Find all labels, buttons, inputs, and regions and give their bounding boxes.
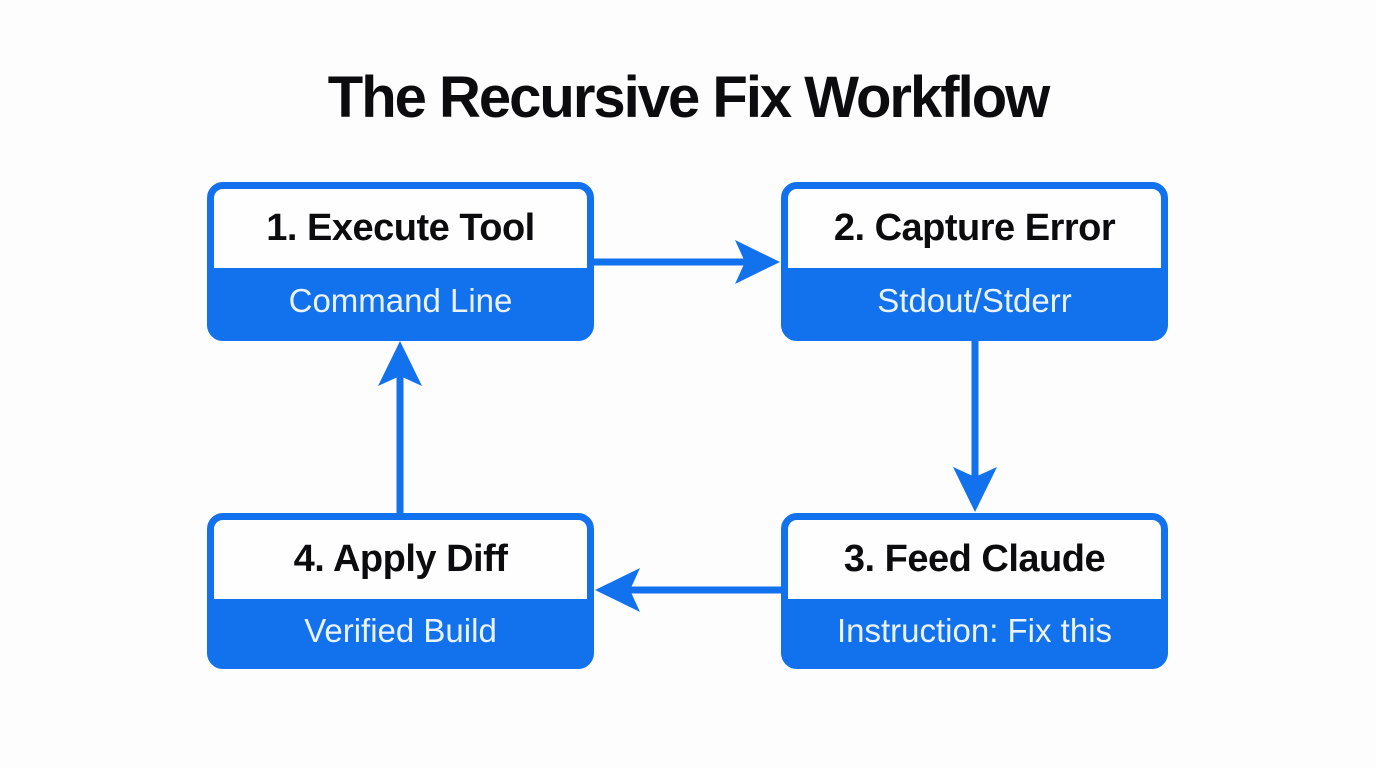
node-title: 2. Capture Error: [833, 207, 1116, 249]
diagram-title: The Recursive Fix Workflow: [327, 65, 1050, 130]
node-capture-error-subheader: Stdout/Stderr: [788, 268, 1161, 334]
arrow-right-icon: [594, 240, 780, 284]
node-apply-diff-subheader: Verified Build: [214, 599, 587, 662]
arrow-left-icon: [595, 568, 781, 612]
node-subtitle: Stdout/Stderr: [877, 282, 1072, 319]
node-apply-diff: 4. Apply Diff Verified Build: [207, 513, 594, 669]
arrow-up-icon: [378, 341, 422, 513]
node-execute-tool: 1. Execute Tool Command Line: [207, 182, 594, 341]
node-apply-diff-header: 4. Apply Diff: [214, 520, 587, 599]
node-title: 1. Execute Tool: [266, 207, 535, 249]
node-feed-claude-header: 3. Feed Claude: [788, 520, 1161, 599]
node-subtitle: Instruction: Fix this: [836, 611, 1113, 649]
node-feed-claude-subheader: Instruction: Fix this: [788, 599, 1161, 662]
node-title: 4. Apply Diff: [293, 538, 508, 580]
node-execute-tool-subheader: Command Line: [214, 268, 587, 334]
node-subtitle: Verified Build: [304, 611, 497, 649]
node-feed-claude: 3. Feed Claude Instruction: Fix this: [781, 513, 1168, 669]
node-title: 3. Feed Claude: [843, 538, 1106, 580]
arrow-down-icon: [953, 341, 997, 512]
node-subtitle: Command Line: [288, 282, 513, 319]
node-execute-tool-header: 1. Execute Tool: [214, 189, 587, 268]
node-capture-error-header: 2. Capture Error: [788, 189, 1161, 268]
node-capture-error: 2. Capture Error Stdout/Stderr: [781, 182, 1168, 341]
